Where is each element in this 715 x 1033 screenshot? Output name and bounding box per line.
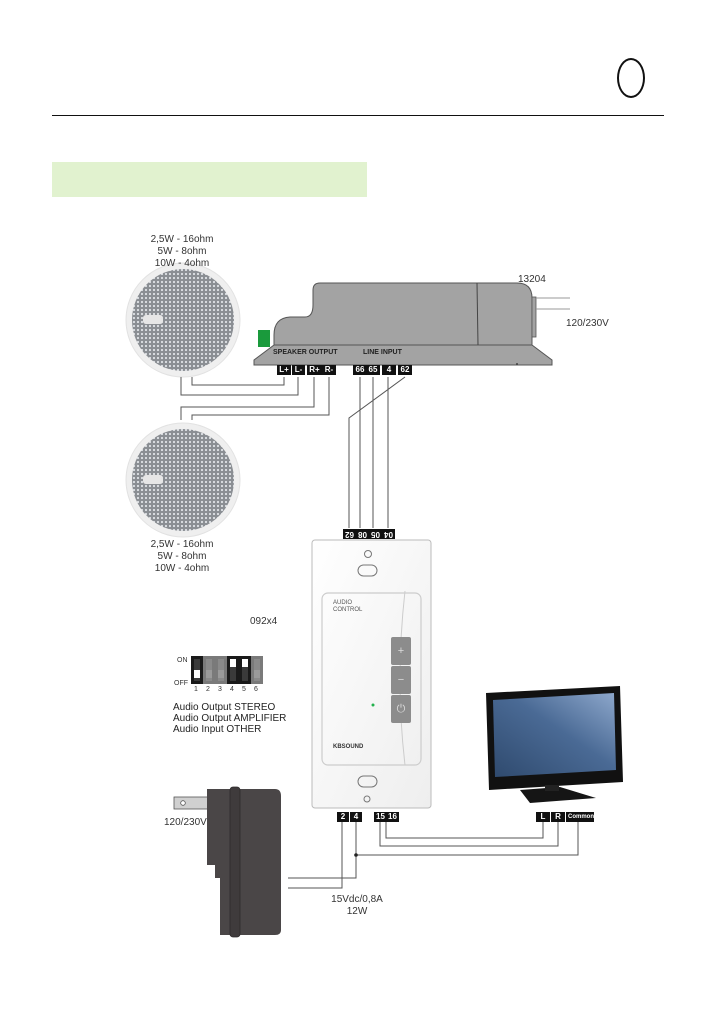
television [486,686,623,803]
volume-down-button[interactable]: − [391,666,411,694]
adapter-output-spec: 15Vdc/0,8A 12W [325,894,389,918]
tv-terminal-l: L [536,812,550,822]
panel-terminal-4: 4 [350,812,362,822]
panel-title: AUDIO CONTROL [333,600,362,614]
dip-off-label: OFF [174,680,188,687]
speaker-top-specs: 2,5W - 16ohm 5W - 8ohm 10W - 4ohm [132,234,232,270]
speaker-bottom-specs: 2,5W - 16ohm 5W - 8ohm 10W - 4ohm [132,539,232,575]
dip-switch-1[interactable] [191,656,203,684]
status-led [371,703,375,707]
dip-switch-number: 1 [194,686,198,693]
dip-switch-number: 4 [230,686,234,693]
spec-line: 5W - 8ohm [157,551,207,562]
dip-switch-model: 092x4 [250,616,278,627]
volume-up-button[interactable]: + [391,637,411,665]
power-button[interactable]: ⏻ [391,695,411,723]
dip-switch-numbers: 1 2 3 4 5 6 [191,686,263,695]
adapter-output-line2: 12W [346,906,368,917]
power-wires [288,822,357,889]
section-title-highlight [52,162,367,197]
note-line: Audio Output STEREO [173,702,276,713]
ceiling-speaker-top [125,262,241,378]
dip-switch-knob-on [230,659,236,667]
amplifier-mains-label: 120/230V [566,318,609,329]
dip-switch-number: 6 [254,686,258,693]
dip-switch: ON OFF 1 2 3 4 5 6 [160,654,290,714]
terminal-line-4: 4 [382,365,396,375]
dip-switch-number: 2 [206,686,210,693]
terminal-line-65: 65 [366,365,380,375]
panel-terminal-top-2: 08 [356,529,369,539]
dip-switch-4[interactable] [227,656,239,684]
dip-switch-row [191,656,263,684]
line-input-wires [348,376,406,528]
dip-on-label: ON [177,657,188,664]
panel-terminal-top-1: 62 [343,529,356,539]
tv-terminal-common: Common [566,812,594,822]
header-divider [52,115,664,116]
terminal-line-66: 66 [353,365,367,375]
spec-line: 5W - 8ohm [157,246,207,257]
note-line: Audio Input OTHER [173,724,262,735]
speaker-logo-badge [143,315,163,324]
spec-line: 10W - 4ohm [154,563,210,574]
dip-switch-number: 5 [242,686,246,693]
speaker-connector [258,330,270,347]
panel-brand: KBSOUND [333,744,364,750]
ceiling-speaker-bottom [125,422,241,538]
panel-terminal-15: 15 [374,812,387,822]
tv-audio-wires [356,822,579,856]
wire-junction [354,853,358,857]
dip-switch-knob-on [242,659,248,667]
speaker-wires [180,377,330,420]
dip-switch-6[interactable] [251,656,263,684]
dip-switch-notes: Audio Output STEREO Audio Output AMPLIFI… [173,702,286,735]
panel-terminal-16: 16 [386,812,399,822]
spec-line: 2,5W - 16ohm [150,234,214,245]
speaker-logo-badge [143,475,163,484]
line-input-label: LINE INPUT [363,349,402,356]
dip-switch-slot [230,659,236,681]
amplifier-unit [253,282,570,366]
terminal-speaker-r-minus: R- [322,365,336,375]
dip-switch-5[interactable] [239,656,251,684]
panel-terminal-top-3: 05 [369,529,382,539]
dip-switch-2[interactable] [203,656,215,684]
speaker-output-label: SPEAKER OUTPUT [273,349,338,356]
terminal-speaker-l-minus: L- [292,365,305,375]
terminal-line-62: 62 [398,365,412,375]
dip-switch-knob-off [254,670,260,678]
tv-terminal-r: R [551,812,565,822]
panel-terminal-2: 2 [337,812,349,822]
dip-switch-number: 3 [218,686,222,693]
adapter-output-line1: 15Vdc/0,8A [331,894,383,905]
panel-terminal-top-4: 04 [382,529,395,539]
dip-switch-3[interactable] [215,656,227,684]
spec-line: 2,5W - 16ohm [150,539,214,550]
adapter-mains-label: 120/230V [164,817,207,828]
dip-switch-knob-off [194,670,200,678]
amplifier-model: 13204 [518,274,546,285]
terminal-speaker-r-plus: R+ [307,365,322,375]
panel-title-line1: AUDIO [333,600,353,606]
terminal-speaker-l-plus: L+ [277,365,291,375]
dip-switch-slot [242,659,248,681]
panel-title-line2: CONTROL [333,607,363,613]
page-marker-icon [617,58,645,98]
spec-line: 10W - 4ohm [154,258,210,269]
note-line: Audio Output AMPLIFIER [173,713,287,724]
dip-switch-knob-off [218,670,224,678]
power-adapter [173,786,281,938]
dip-switch-knob-off [206,670,212,678]
wall-control-panel [311,539,432,809]
